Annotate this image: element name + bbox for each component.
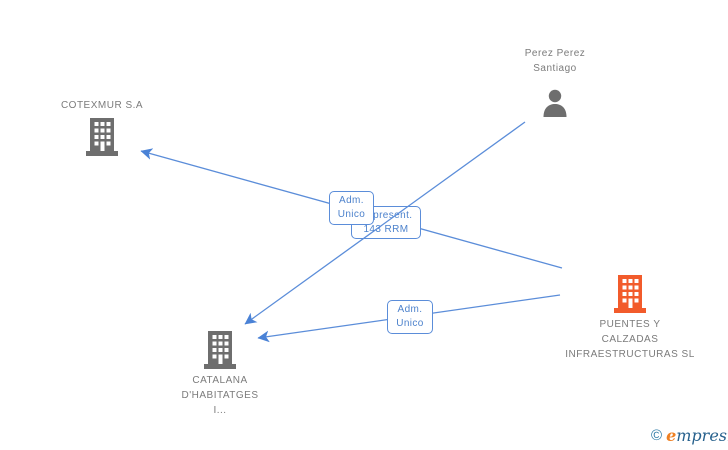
person-icon [543, 89, 567, 117]
building-icon [86, 118, 118, 156]
node-label-line: Perez Perez [524, 48, 586, 59]
edge-label-line: Unico [337, 209, 366, 220]
node-label-line: INFRAESTRUCTURAS SL [565, 349, 695, 360]
node-label-line: PUENTES Y [599, 319, 661, 330]
node-puentes-y-calzadas[interactable]: PUENTES Y CALZADAS INFRAESTRUCTURAS SL [558, 274, 702, 362]
node-label-line: CATALANA [192, 375, 248, 386]
building-icon [204, 331, 236, 369]
edge-label-line: Adm. [339, 195, 364, 206]
edge-label-line: Unico [396, 318, 424, 329]
empresia-logo[interactable]: © empresia [651, 426, 728, 446]
copyright-icon: © [651, 427, 663, 444]
edge-label-adm-unico-2: Adm. Unico [387, 300, 433, 334]
edge-label-line: Adm. [397, 304, 423, 315]
node-label: Perez Perez Santiago [525, 46, 586, 76]
node-label-line: CALZADAS [601, 334, 659, 345]
node-label-line: I... [213, 405, 227, 416]
node-cotexmur[interactable]: COTEXMUR S.A [40, 98, 164, 156]
node-label: COTEXMUR S.A [61, 98, 143, 113]
node-label-line: Santiago [533, 63, 577, 74]
edge-label-adm-unico-1: Adm. Unico [329, 191, 374, 225]
node-label: PUENTES Y CALZADAS INFRAESTRUCTURAS SL [565, 317, 695, 362]
node-catalana-dhabitatges[interactable]: CATALANA D'HABITATGES I... [158, 331, 282, 418]
node-label-line: D'HABITATGES [181, 390, 259, 401]
empresia-wordmark: empresia [666, 426, 728, 446]
node-perez-perez-santiago[interactable]: Perez Perez Santiago [503, 46, 607, 117]
node-label-line: COTEXMUR S.A [60, 100, 144, 111]
logo-letter-e: e [666, 426, 677, 445]
node-label: CATALANA D'HABITATGES I... [182, 373, 259, 418]
building-icon [614, 275, 646, 313]
logo-letters-rest: mpresia [676, 426, 728, 445]
